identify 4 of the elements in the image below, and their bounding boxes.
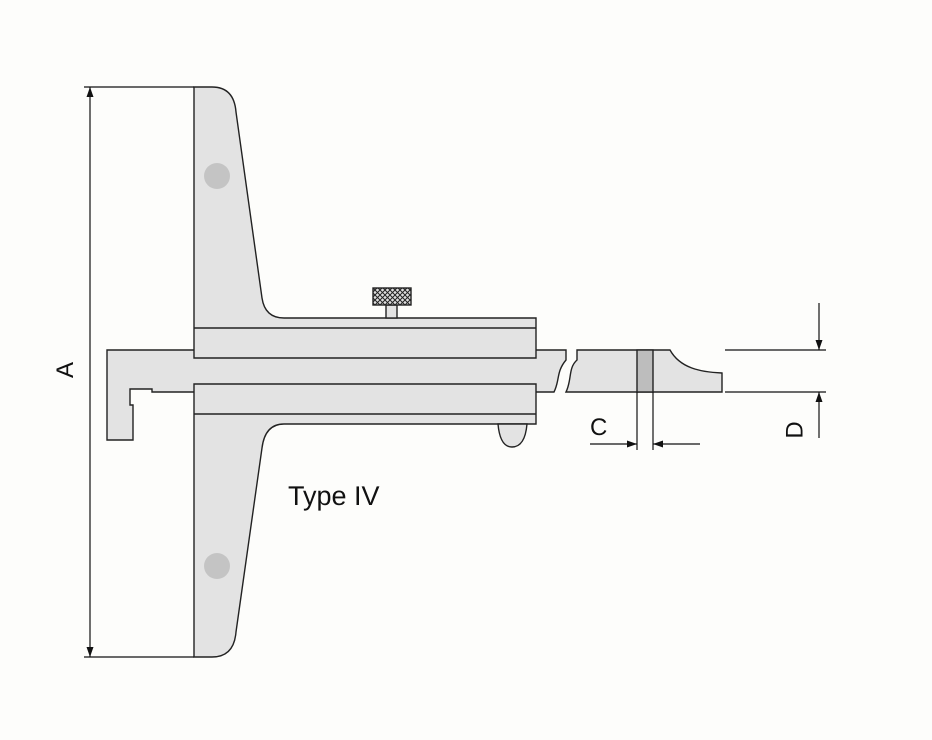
dimension-label: C — [590, 416, 608, 440]
dimension-label: A — [54, 362, 78, 378]
dimension-label: D — [784, 421, 808, 439]
type-label: Type IV — [288, 483, 380, 510]
